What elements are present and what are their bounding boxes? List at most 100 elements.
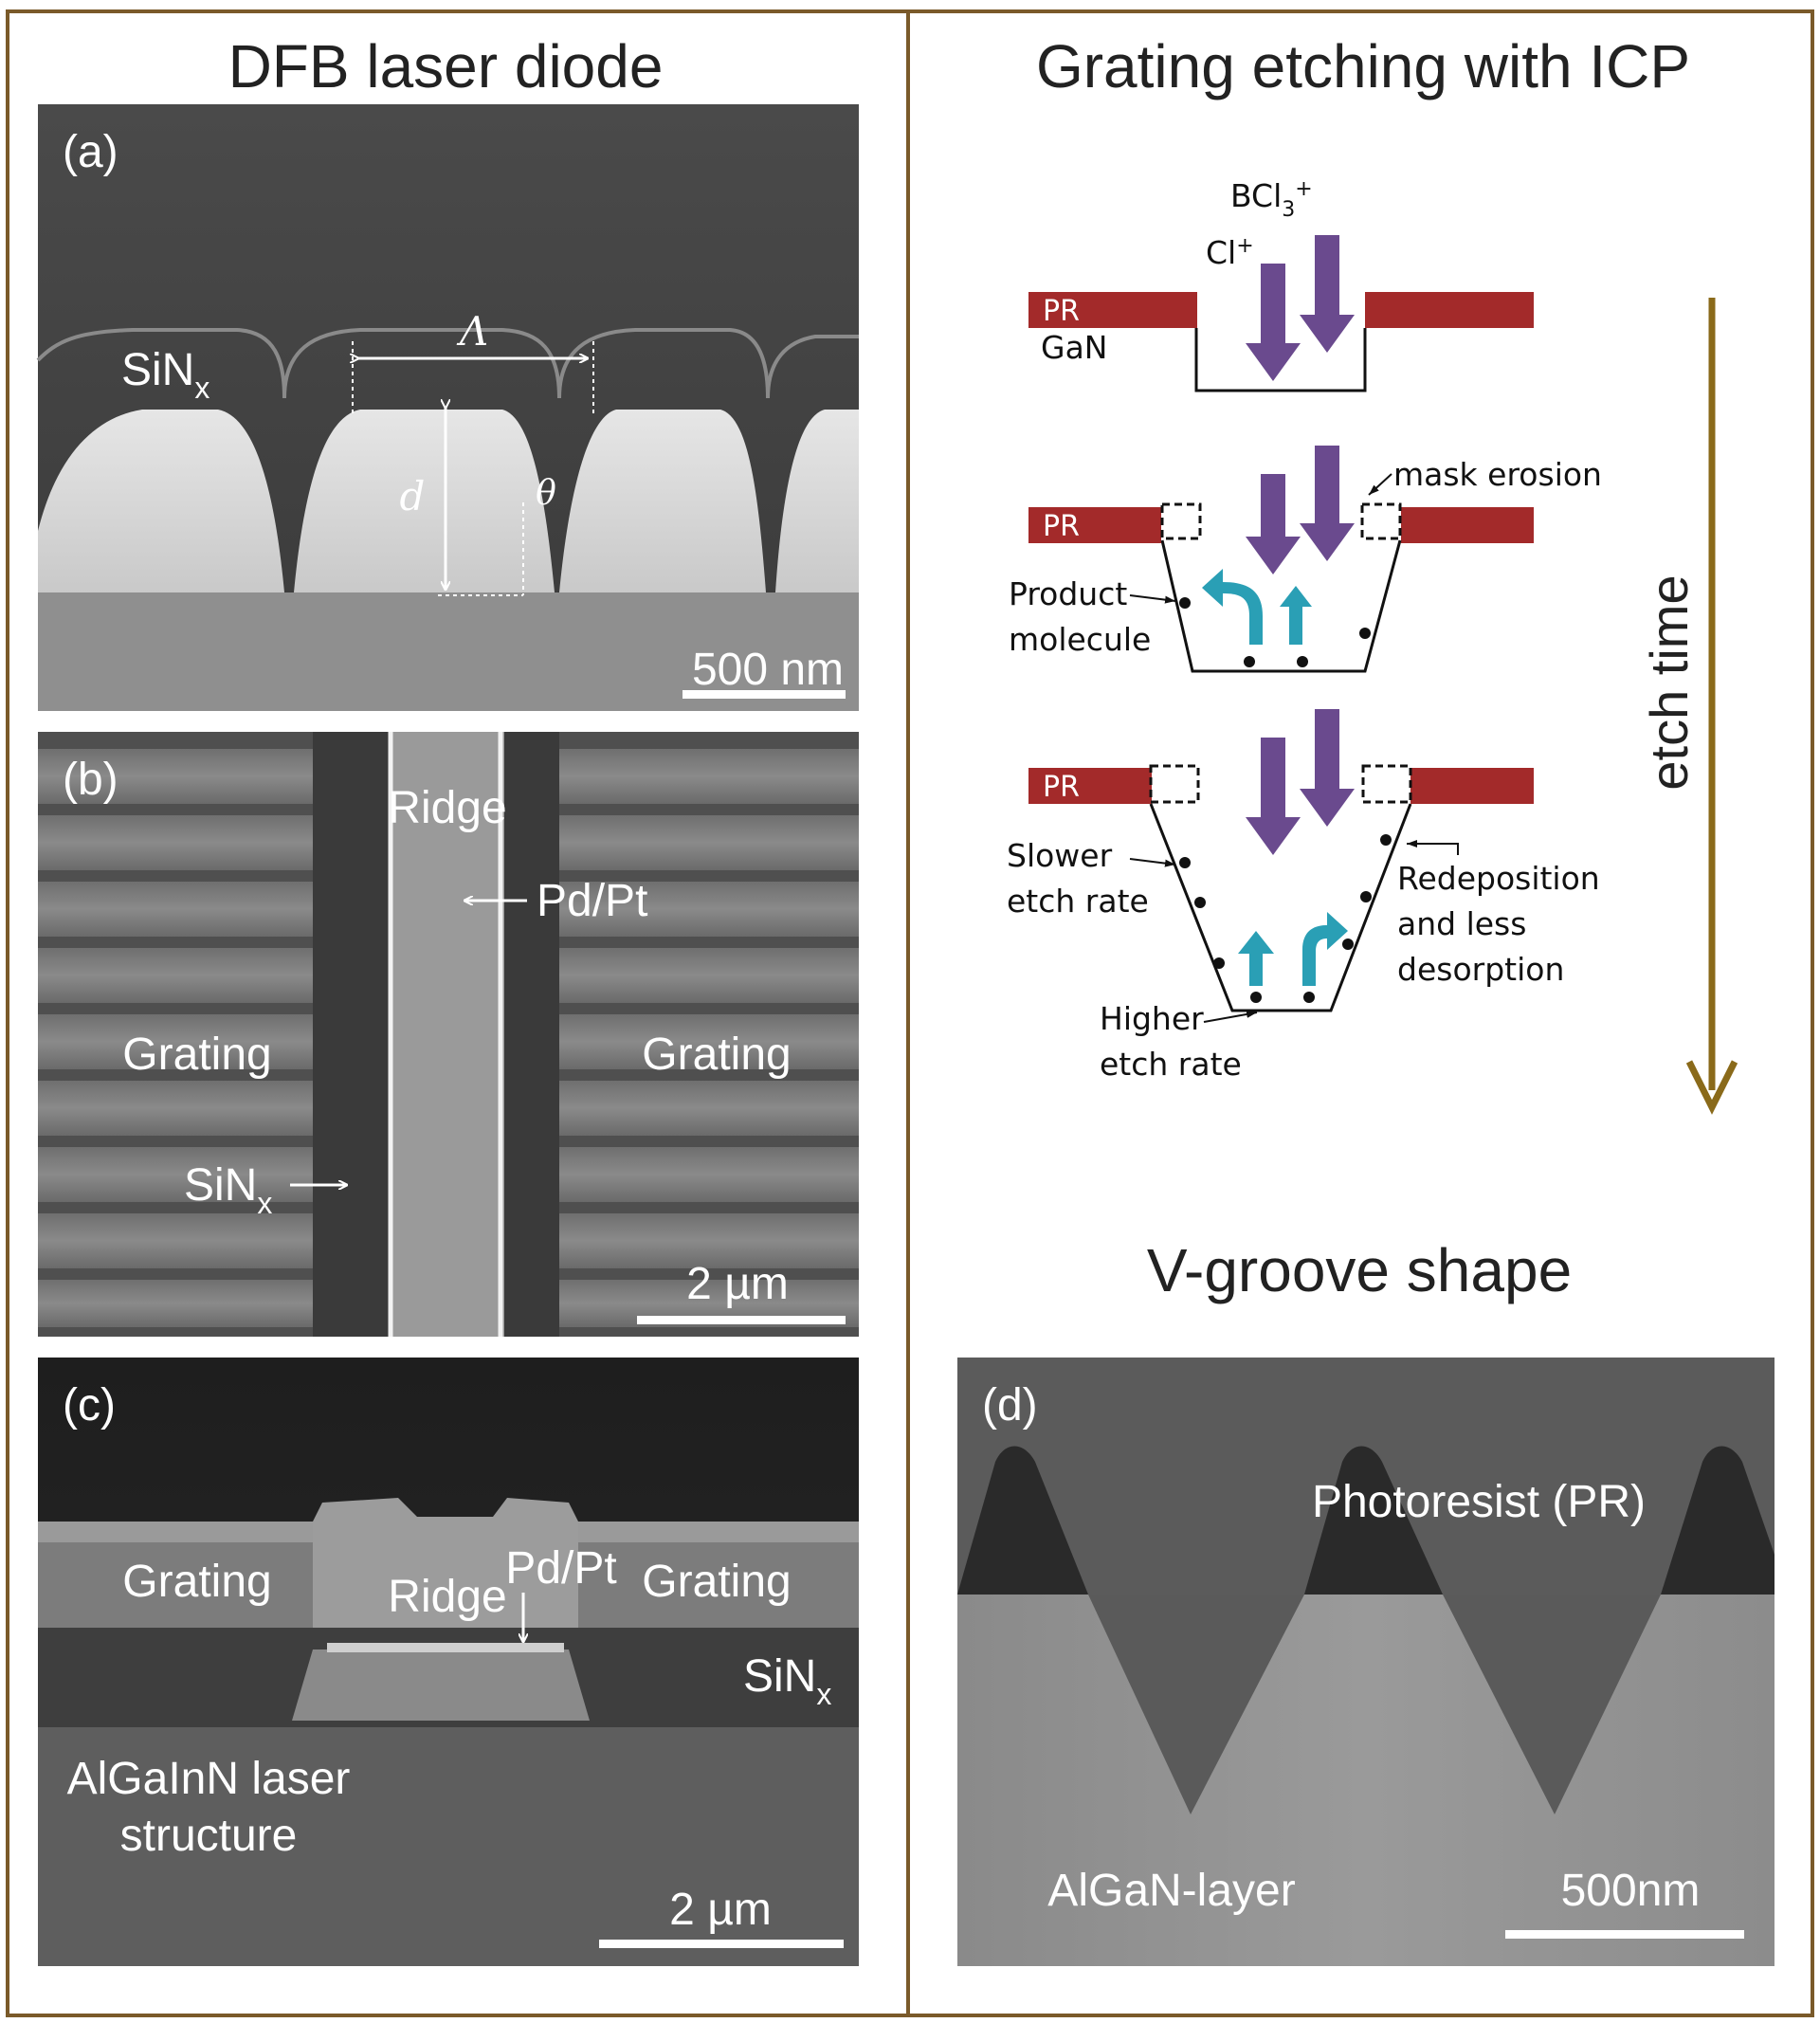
product-molecule-3d	[1250, 992, 1262, 1003]
v-groove-title: V-groove shape	[1147, 1236, 1572, 1304]
panel-b-grating-right-label: Grating	[642, 1030, 791, 1080]
eroded-mask-right-2	[1360, 502, 1402, 540]
panel-c-sinx-label: SiNx	[743, 1651, 831, 1711]
grating-tooth-3	[559, 410, 766, 592]
panel-b-sinx-label: SiNx	[184, 1160, 272, 1220]
ion-cl-label: Cl+	[1206, 234, 1254, 271]
sinx-cap-1	[36, 328, 286, 399]
panel-c-ridge-cap	[313, 1498, 578, 1628]
redeposition-line1: Redeposition	[1397, 860, 1600, 897]
right-title: Grating etching with ICP	[1036, 32, 1690, 100]
pr-label-2: PR	[1043, 510, 1080, 543]
product-arrow-3b	[1302, 912, 1348, 986]
eroded-mask-right-3	[1361, 764, 1412, 804]
ion-arrow-1b	[1300, 235, 1355, 353]
product-molecule-3h	[1380, 834, 1392, 846]
panel-c-label: (c)	[63, 1380, 116, 1431]
ion-arrow-3a	[1246, 738, 1301, 855]
panel-c: (c) Grating Grating Ridge Pd/Pt SiNx AlG…	[38, 1358, 859, 1966]
pr-block-left-1	[1028, 292, 1197, 328]
angle-symbol: θ	[536, 474, 556, 513]
product-molecule-2c	[1297, 656, 1308, 667]
panel-c-scale-label: 2 µm	[669, 1885, 772, 1935]
panel-a-scale-bar	[682, 690, 846, 699]
panel-b-ridge	[389, 732, 504, 1337]
product-molecule-2d	[1359, 628, 1371, 639]
trench-3	[1149, 803, 1412, 1012]
v-groove-2	[1443, 1595, 1661, 1814]
eroded-mask-left-3	[1149, 764, 1200, 804]
panel-c-substrate	[38, 1727, 859, 1966]
panel-b-scale-label: 2 µm	[686, 1259, 789, 1309]
mask-erosion-label: mask erosion	[1393, 456, 1602, 493]
mask-erosion-arrow	[1368, 473, 1392, 496]
panel-b-sinx-right	[504, 732, 559, 1337]
redeposition-pointer	[1407, 840, 1459, 855]
redeposition-line3: desorption	[1397, 951, 1564, 988]
etch-stage-3: PR Slower etch rate Redeposition and les…	[1007, 709, 1600, 1083]
pr-block-left-2	[1028, 507, 1161, 543]
panel-b-pdpt-label: Pd/Pt	[537, 876, 647, 926]
panel-b: (b) Ridge Pd/Pt Grating Grating SiNx 2 µ…	[38, 732, 859, 1337]
panel-a-sinx-label: SiNx	[121, 345, 209, 405]
panel-d-scale-label: 500nm	[1561, 1866, 1701, 1916]
panel-b-sinx-left	[313, 732, 389, 1337]
slower-line2: etch rate	[1007, 883, 1149, 920]
panel-c-grating-left-label: Grating	[122, 1557, 271, 1607]
pr-peak-2	[1304, 1446, 1443, 1595]
grating-tooth-1	[38, 410, 284, 592]
pr-block-left-3	[1028, 768, 1152, 804]
pr-peak-1	[957, 1446, 1088, 1595]
panel-c-structure-line1: AlGaInN laser	[67, 1754, 351, 1804]
higher-pointer	[1203, 1010, 1258, 1023]
period-symbol: Λ	[456, 308, 488, 355]
grating-tooth-2	[294, 410, 555, 592]
panel-c-grating-right-label: Grating	[642, 1557, 791, 1607]
ion-bcl3-label: BCl3+	[1230, 177, 1313, 222]
redeposition-line2: and less	[1397, 905, 1526, 942]
etch-time-label: etch time	[1639, 574, 1699, 790]
product-molecule-3c	[1213, 957, 1225, 969]
panel-c-structure-line2: structure	[120, 1811, 298, 1861]
product-molecule-2a	[1179, 597, 1191, 609]
etch-stage-1: BCl3+ Cl+ PR GaN	[1028, 177, 1534, 392]
etch-stage-2: PR mask erosion Product molecule	[1009, 446, 1602, 673]
panel-b-grating-left	[38, 749, 313, 1327]
higher-line2: etch rate	[1100, 1046, 1242, 1083]
slower-pointer	[1129, 858, 1176, 867]
pr-label-3: PR	[1043, 771, 1080, 804]
gan-label: GaN	[1041, 329, 1107, 366]
panel-d-scale-bar	[1505, 1930, 1744, 1939]
pr-block-right-3	[1410, 768, 1534, 804]
pr-label-1: PR	[1043, 295, 1080, 328]
panel-a: Λ d θ (a) SiNx 500 nm	[36, 104, 859, 711]
slower-line1: Slower	[1007, 837, 1113, 874]
trench-2	[1160, 539, 1402, 673]
product-arrow-2b	[1280, 586, 1312, 645]
panel-b-grating-left-label: Grating	[122, 1030, 271, 1080]
product-molecule-3e	[1303, 992, 1315, 1003]
panel-c-ridge-top	[327, 1643, 564, 1652]
etch-time-arrow-head	[1685, 1060, 1738, 1115]
etch-time-indicator: etch time	[1639, 298, 1738, 1115]
product-molecule-3a	[1179, 857, 1191, 868]
panel-c-ridge-mesa	[292, 1649, 590, 1721]
product-arrow-2a	[1202, 569, 1263, 645]
trench-1	[1194, 328, 1367, 392]
product-molecule-2b	[1244, 656, 1255, 667]
pr-peak-3	[1661, 1446, 1774, 1595]
grating-tooth-4	[775, 410, 859, 592]
panel-c-ridge-label: Ridge	[388, 1572, 506, 1622]
panel-d-algan-label: AlGaN-layer	[1047, 1866, 1295, 1916]
ion-arrow-2a	[1246, 474, 1301, 574]
sinx-cap-4	[766, 335, 859, 399]
ion-arrow-2b	[1300, 446, 1355, 561]
panel-b-ridge-label: Ridge	[388, 783, 506, 833]
depth-symbol: d	[400, 473, 426, 519]
v-groove-1	[1088, 1595, 1304, 1814]
panel-a-label: (a)	[63, 127, 118, 177]
ion-arrow-1a	[1246, 264, 1301, 381]
ion-arrow-3b	[1300, 709, 1355, 827]
panel-c-scale-bar	[599, 1940, 844, 1948]
